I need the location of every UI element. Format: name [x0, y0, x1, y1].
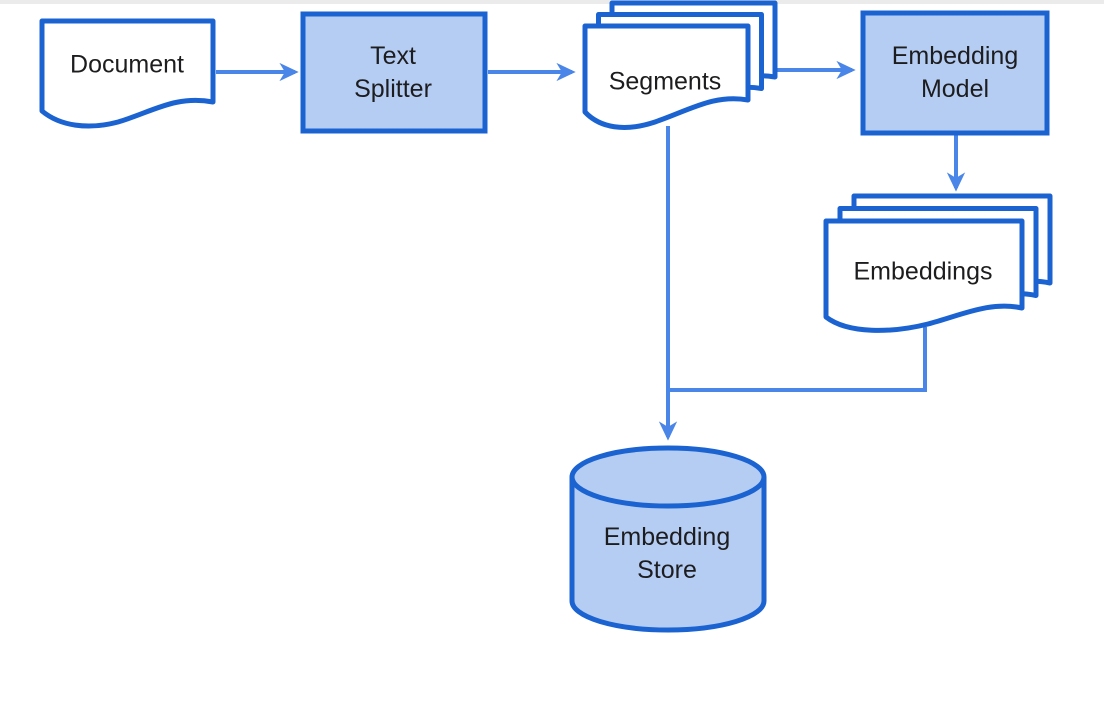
embedding-store-shape	[569, 445, 767, 633]
connector-embeddings-to-store	[670, 327, 927, 392]
embedding-model-label: Embedding Model	[891, 42, 1019, 103]
segments-stack	[582, 0, 778, 130]
embedding-store-top	[569, 445, 767, 509]
document-label: Document	[70, 50, 184, 79]
embeddings-shape-front	[823, 218, 1025, 333]
segments-label: Segments	[608, 67, 722, 96]
frame-top-strip	[0, 0, 1104, 4]
document-shape	[39, 18, 216, 129]
embedding-model-shape	[860, 10, 1050, 136]
embedding-store-body	[569, 477, 767, 633]
embeddings-stack	[823, 193, 1053, 333]
text-splitter-label: Text Splitter	[354, 42, 432, 103]
embedding-store-label: Embedding Store	[603, 523, 731, 584]
segments-shape-front	[582, 23, 751, 130]
text-splitter-shape	[300, 11, 488, 134]
embeddings-label: Embeddings	[853, 257, 993, 286]
